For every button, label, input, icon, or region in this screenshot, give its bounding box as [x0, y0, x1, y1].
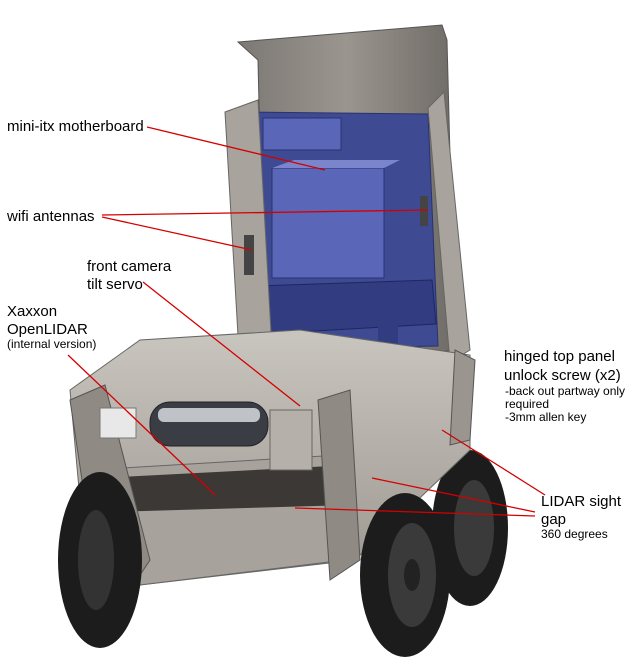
- right-rear-bracket: [449, 349, 476, 446]
- label-camera-2: tilt servo: [87, 276, 143, 293]
- rear-right-wheel: [432, 450, 508, 606]
- label-lidar-1: Xaxxon: [7, 303, 57, 320]
- label-gap-2: gap: [541, 511, 566, 528]
- label-hinge-1: hinged top panel: [504, 348, 615, 365]
- front-left-wheel: [58, 472, 142, 648]
- leader-gap-2: [294, 507, 536, 517]
- label-camera-1: front camera: [87, 258, 172, 275]
- leader-camera: [142, 281, 301, 407]
- label-hinge-note-3: -3mm allen key: [505, 410, 586, 424]
- right-side-panel: [317, 389, 361, 581]
- label-hinge-note-2: required: [505, 397, 549, 411]
- lidar-unit: [99, 401, 313, 471]
- leader-hinge: [441, 429, 546, 496]
- leader-lines: [67, 126, 546, 517]
- label-motherboard: mini-itx motherboard: [7, 118, 144, 135]
- label-lidar-2: OpenLIDAR: [7, 321, 88, 338]
- motherboard: [247, 111, 439, 366]
- label-gap-note: 360 degrees: [541, 527, 608, 541]
- leader-gap-1: [371, 477, 536, 513]
- lidar-sight-gap: [100, 465, 350, 512]
- wifi-antenna-icon: [244, 196, 428, 275]
- right-hinge-bracket: [427, 90, 471, 363]
- label-gap-1: LIDAR sight: [541, 493, 622, 510]
- leader-wifi-2: [101, 216, 253, 251]
- leader-motherboard: [146, 126, 326, 171]
- front-right-wheel: [360, 493, 450, 657]
- label-lidar-note: (internal version): [7, 337, 96, 351]
- label-wifi: wifi antennas: [6, 208, 95, 225]
- leader-wifi-1: [101, 209, 429, 216]
- leader-lidar: [67, 354, 216, 496]
- label-hinge-note-1: -back out partway only: [505, 384, 625, 398]
- label-hinge-2: unlock screw (x2): [504, 367, 621, 384]
